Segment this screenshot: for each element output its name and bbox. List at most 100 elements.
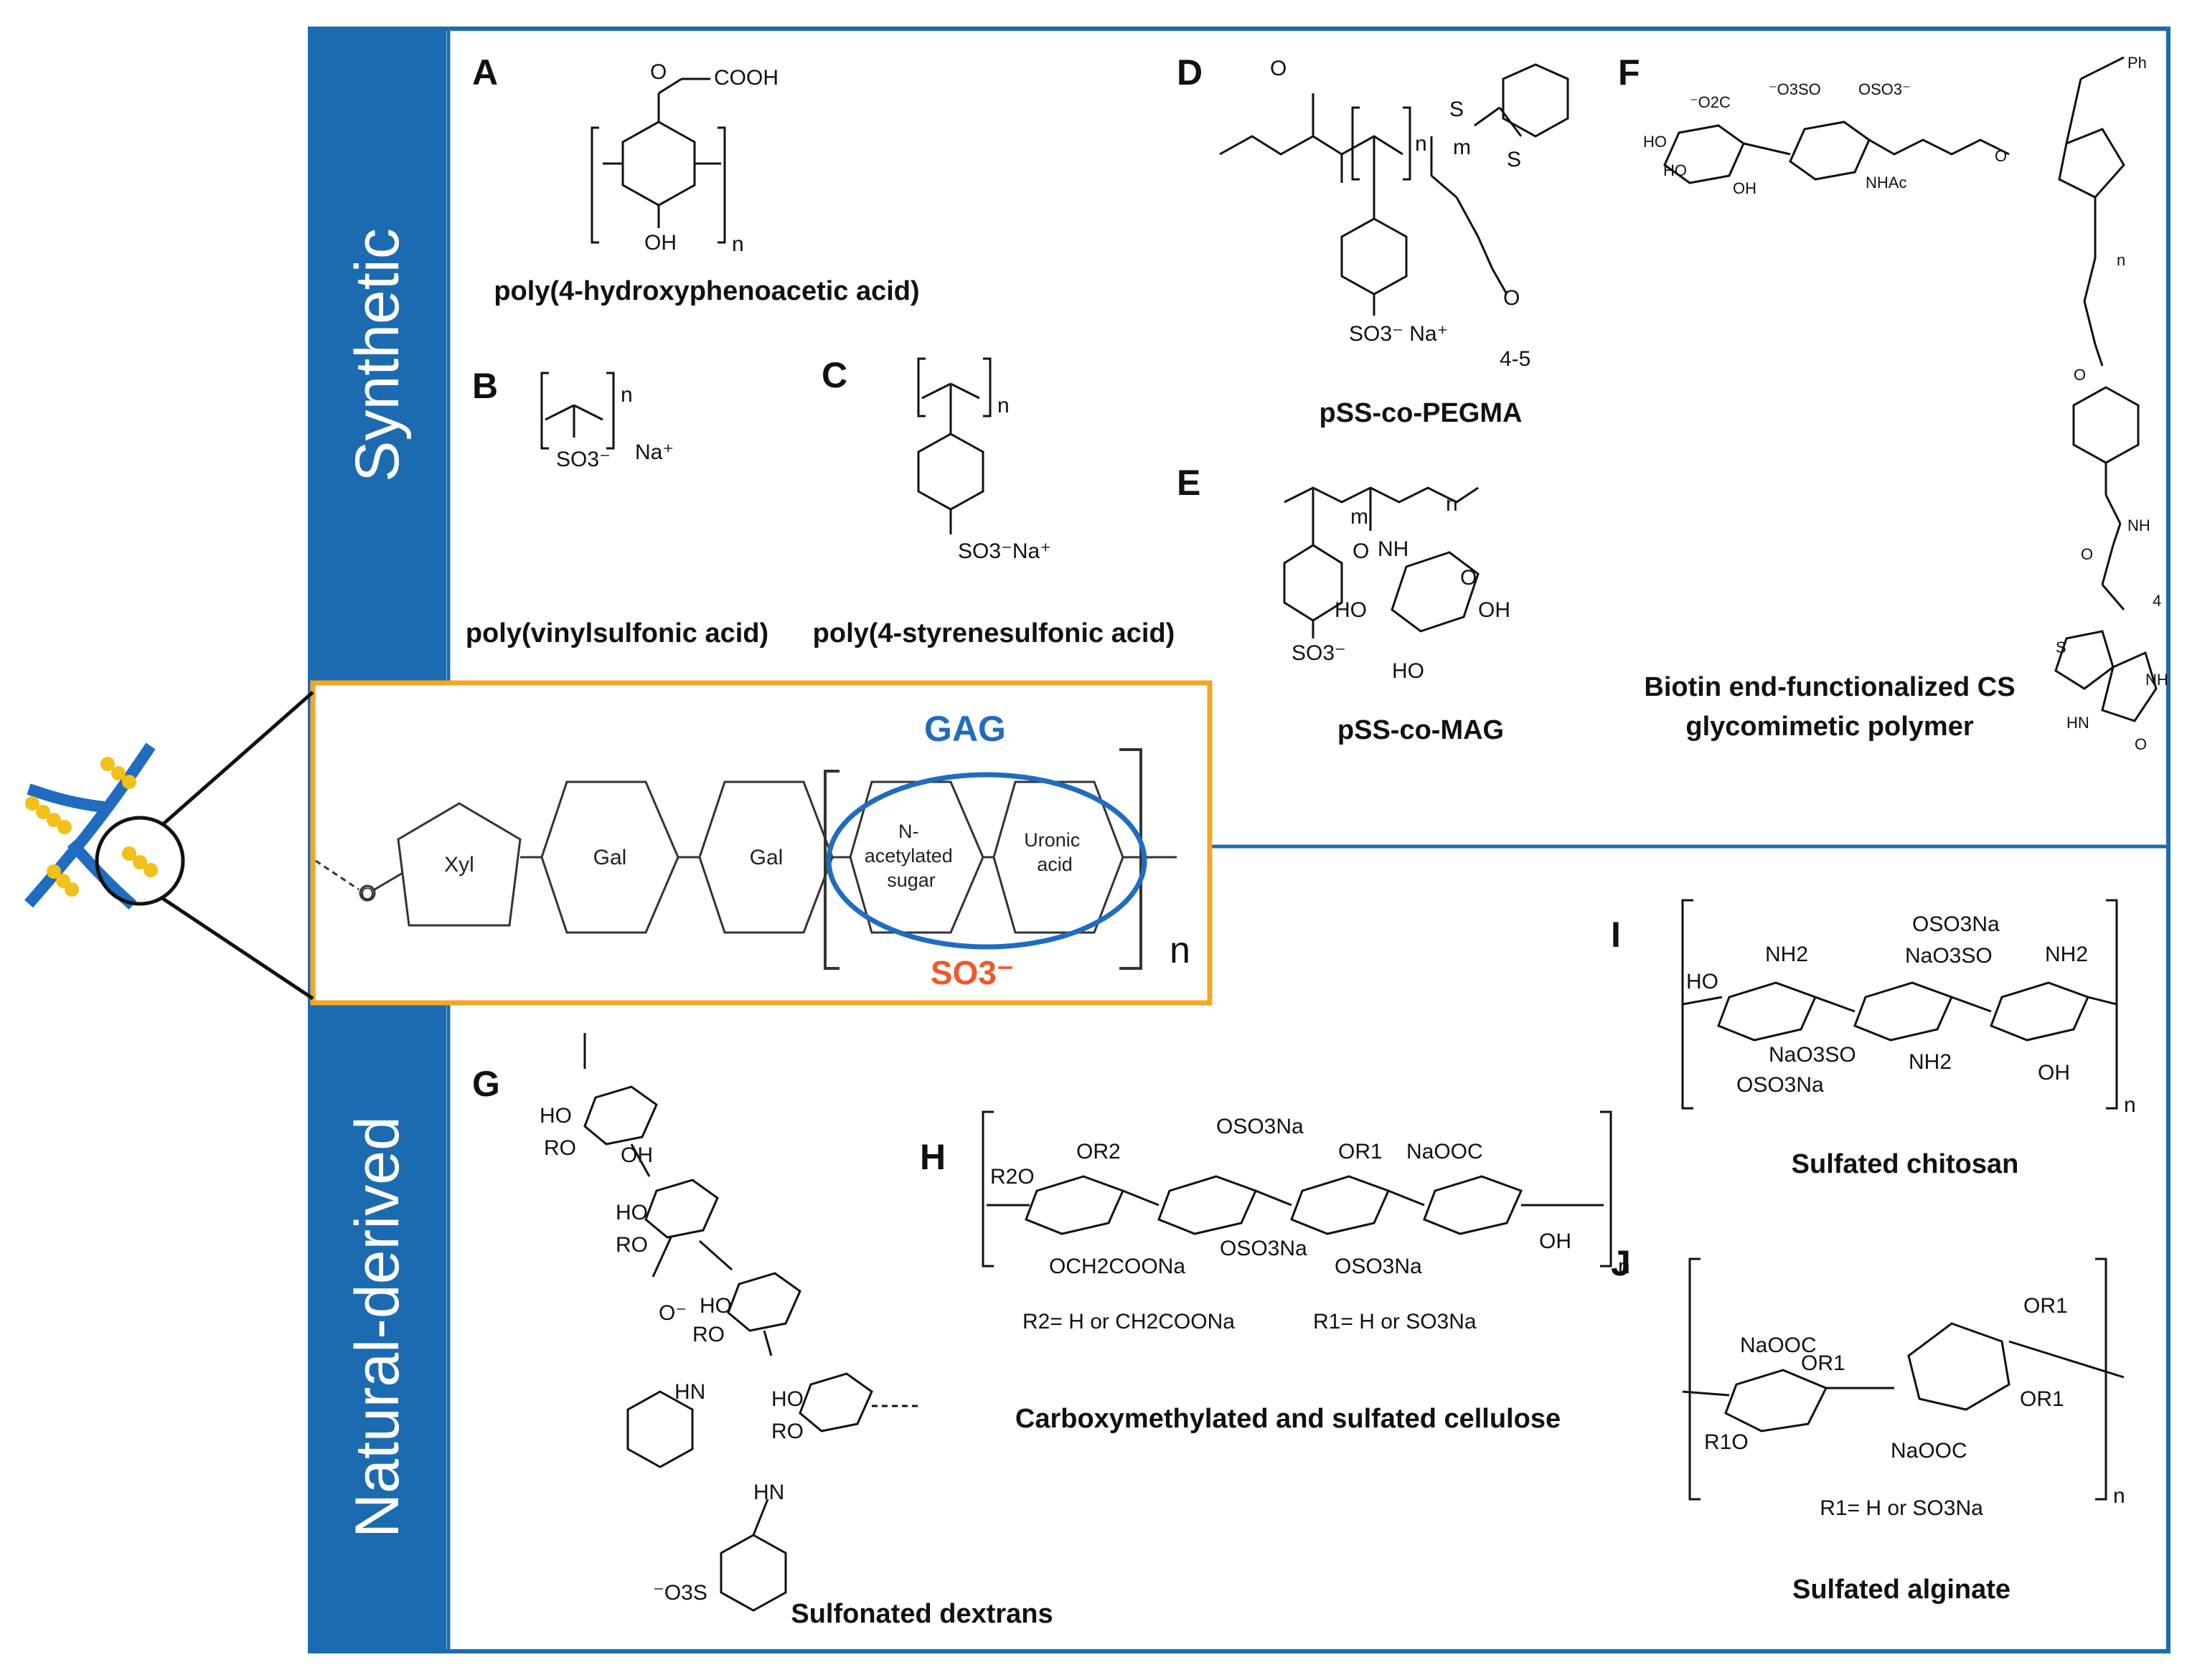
- panel-g-ho1: HO: [540, 1104, 572, 1128]
- panel-f-ho1: HO: [1643, 133, 1667, 151]
- panel-i-caption: Sulfated chitosan: [1792, 1149, 2019, 1179]
- panel-g-caption: Sulfonated dextrans: [791, 1599, 1053, 1629]
- panel-j-naooc-low: NaOOC: [1891, 1439, 1967, 1463]
- gag-bracket-right: [1119, 748, 1142, 970]
- panel-d-s2: S: [1507, 148, 1521, 171]
- panel-a-bracket-l: [591, 126, 599, 244]
- panel-e-ring-sugar: [1391, 551, 1480, 633]
- gag-gal1-label: Gal: [593, 846, 627, 869]
- gag-nacetyl-line3: sugar: [887, 869, 936, 891]
- panel-i-oso3na-top: OSO3Na: [1912, 912, 2000, 936]
- panel-a-caption: poly(4-hydroxyphenoacetic acid): [494, 276, 919, 306]
- panel-h-ring-4: [1423, 1175, 1523, 1235]
- panel-c-caption: poly(4-styrenesulfonic acid): [813, 618, 1175, 648]
- panel-f-cyclopentane: [2058, 128, 2125, 199]
- gag-chain: [315, 748, 1177, 970]
- panel-f-nh: NH: [2127, 516, 2150, 534]
- panel-i-oso3na-low: OSO3Na: [1736, 1073, 1824, 1097]
- panel-j-or1-2: OR1: [2023, 1294, 2068, 1318]
- panel-a-cooh: COOH: [714, 66, 779, 90]
- panel-f-nhac: NHAc: [1866, 174, 1906, 192]
- gag-gal1-ring: [540, 780, 679, 934]
- panel-e-ring-ss: [1283, 544, 1343, 622]
- panel-d-s1: S: [1449, 98, 1464, 121]
- panel-i: I HO NH2 OSO3Na NaO3SO NH2 NaO3SO NH2 OH…: [1611, 899, 2136, 1179]
- panel-i-nh2-2: NH2: [1909, 1050, 1952, 1074]
- panel-e-caption: pSS-co-MAG: [1337, 715, 1504, 745]
- panel-g-ring-2: [644, 1179, 719, 1239]
- panel-f-n: n: [2117, 251, 2125, 269]
- gag-uronic-line2: acid: [1037, 854, 1073, 875]
- panel-d-ring-ss: [1340, 217, 1408, 296]
- panel-e-ho1: HO: [1335, 598, 1367, 622]
- panel-d-caption: pSS-co-PEGMA: [1320, 398, 1523, 428]
- panel-i-n: n: [2124, 1093, 2136, 1117]
- panel-f-o-ether: O: [2074, 366, 2086, 384]
- panel-f-o2c: ⁻O2C: [1690, 93, 1731, 111]
- gag-nacetyl-label: N- acetylated sugar: [865, 821, 959, 891]
- panel-b-so3: SO3⁻: [556, 448, 611, 471]
- panel-j-ring-1: [1724, 1369, 1828, 1433]
- panel-g-o-minus: O⁻: [659, 1301, 687, 1325]
- panel-i-ho: HO: [1686, 970, 1718, 994]
- panel-f-caption-1: Biotin end-functionalized CS: [1644, 672, 2015, 702]
- panel-d-o2: O: [1503, 286, 1520, 310]
- panel-h-ring-3: [1290, 1175, 1391, 1235]
- gag-sulfate: SO3⁻: [931, 954, 1014, 991]
- panel-e-so3: SO3⁻: [1292, 641, 1346, 665]
- panel-h-legend-1: R2= H or CH2COONa: [1022, 1310, 1235, 1334]
- panel-b-n: n: [621, 383, 633, 407]
- panel-h-caption: Carboxymethylated and sulfated cellulose: [1015, 1404, 1561, 1434]
- panel-h-oso3na-mid: OSO3Na: [1220, 1237, 1307, 1260]
- panel-h-oso3na-top: OSO3Na: [1216, 1115, 1304, 1138]
- panel-d-so3na: SO3⁻ Na⁺: [1349, 322, 1448, 346]
- panel-f-o3so: ⁻O3SO: [1769, 80, 1821, 98]
- panel-f-ho2: HO: [1663, 161, 1687, 179]
- panel-i-nao3so-mid: NaO3SO: [1769, 1043, 1856, 1067]
- gag-gal2-label: Gal: [750, 846, 784, 869]
- panel-h-och2coona: OCH2COONa: [1049, 1255, 1185, 1278]
- panel-f-oh: OH: [1733, 179, 1756, 197]
- panel-d: D O S S n m SO3⁻ Na⁺ O 4-5 pSS-co-PEGMA: [1177, 52, 1569, 428]
- panel-g-ro4: RO: [771, 1420, 804, 1443]
- panel-h-letter: H: [920, 1137, 946, 1177]
- synthetic-band: [310, 29, 446, 681]
- panel-j-bracket-r: [2095, 1257, 2107, 1501]
- panel-c-n: n: [997, 394, 1010, 417]
- panel-e-letter: E: [1177, 463, 1200, 503]
- panel-c: C n SO3⁻Na⁺ poly(4-styrenesulfonic acid): [813, 355, 1175, 648]
- gag-nacetyl-line1: N-: [898, 821, 919, 842]
- panel-i-nh2-1: NH2: [1765, 943, 1808, 966]
- panel-b-na: Na⁺: [635, 440, 674, 464]
- panel-g-ring-ph2: [720, 1534, 787, 1612]
- panel-h-oso3na-low: OSO3Na: [1335, 1255, 1422, 1278]
- panel-d-m: m: [1453, 136, 1471, 159]
- panel-f-ph: Ph: [2127, 54, 2147, 72]
- panel-e-m: m: [1350, 505, 1368, 529]
- gag-gal2-ring: [698, 780, 834, 934]
- gag-linker-o: [359, 884, 376, 902]
- panel-f-s: S: [2056, 638, 2066, 656]
- panel-e-o1: O: [1353, 539, 1369, 563]
- natural-label: Natural-derived: [343, 1116, 412, 1538]
- panel-j-naooc-top: NaOOC: [1740, 1334, 1817, 1357]
- panel-d-o: O: [1270, 57, 1287, 80]
- gag-title: GAG: [924, 709, 1006, 749]
- panel-d-letter: D: [1177, 52, 1203, 93]
- panel-d-ring-ph: [1502, 63, 1569, 138]
- zoom-circle: [95, 816, 185, 906]
- panel-f-biotin-ring-1: [2054, 630, 2115, 690]
- gag-xyl-label: Xyl: [444, 853, 474, 877]
- panel-h: H R2O OR2 OSO3Na OR1 NaOOC OCH2COONa OSO…: [920, 1110, 1630, 1434]
- panel-i-ring-1: [1717, 981, 1817, 1042]
- panel-g-ro1: RO: [544, 1136, 576, 1160]
- gag-ellipse: [826, 772, 1147, 950]
- panel-e: E m n NH O O HO OH HO SO3⁻ pSS-co-MAG: [1177, 463, 1510, 745]
- panel-d-n: n: [1415, 132, 1427, 156]
- panel-a-n: n: [732, 232, 744, 256]
- panel-g-ro2: RO: [616, 1233, 648, 1257]
- panel-a-oh: OH: [644, 231, 677, 255]
- gag-nacetyl-ring: [849, 780, 984, 934]
- panel-i-ring-3: [1990, 981, 2090, 1042]
- outer-frame: [308, 27, 2170, 1653]
